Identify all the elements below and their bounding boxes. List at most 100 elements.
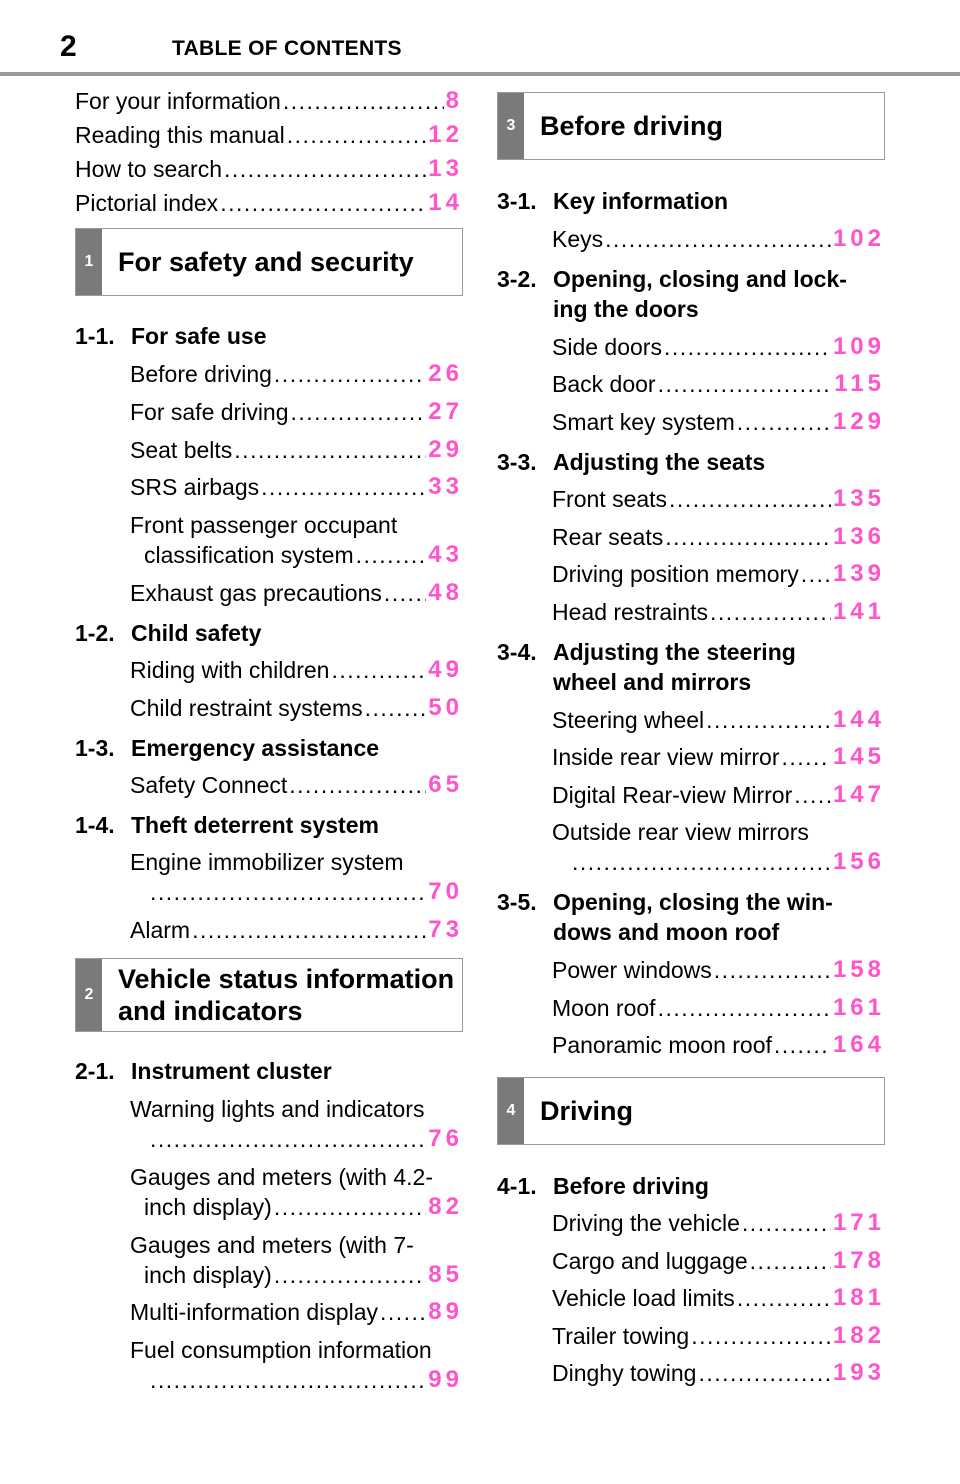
subsection-1-1: 1-1.For safe use: [75, 323, 267, 349]
header-divider: [0, 72, 960, 76]
toc-entry-for-safe-driving[interactable]: For safe driving27: [130, 397, 463, 427]
page-link[interactable]: 158: [832, 956, 885, 983]
page-link[interactable]: 141: [832, 598, 885, 625]
page-link[interactable]: 156: [832, 848, 885, 875]
toc-entry-head-restraints[interactable]: Head restraints141: [552, 597, 885, 627]
page-link[interactable]: 193: [832, 1359, 885, 1386]
toc-entry-multi-information[interactable]: Multi-information display89: [130, 1297, 463, 1327]
page-link[interactable]: 82: [428, 1193, 463, 1220]
page-link[interactable]: 135: [832, 485, 885, 512]
toc-entry-back-door[interactable]: Back door115: [552, 369, 885, 399]
page-link[interactable]: 89: [428, 1298, 463, 1325]
section-header-4[interactable]: 4 Driving: [497, 1077, 885, 1145]
page-link[interactable]: 147: [832, 781, 885, 808]
page-link[interactable]: 12: [428, 121, 463, 148]
toc-entry-smart-key[interactable]: Smart key system129: [552, 407, 885, 437]
toc-entry-load-limits[interactable]: Vehicle load limits181: [552, 1283, 885, 1313]
page-link[interactable]: 65: [428, 771, 463, 798]
toc-entry-rear-seats[interactable]: Rear seats136: [552, 522, 885, 552]
page-link[interactable]: 48: [428, 579, 463, 606]
toc-entry-outside-mirrors[interactable]: Outside rear view mirrors 156: [552, 817, 885, 877]
toc-entry-reading-this-manual[interactable]: Reading this manual12: [75, 120, 463, 150]
toc-entry-warning-lights[interactable]: Warning lights and indicators 76: [130, 1094, 463, 1154]
toc-entry-front-seats[interactable]: Front seats135: [552, 484, 885, 514]
page-link[interactable]: 85: [428, 1261, 463, 1288]
toc-entry-trailer[interactable]: Trailer towing182: [552, 1321, 885, 1351]
toc-entry-panoramic[interactable]: Panoramic moon roof164: [552, 1030, 885, 1060]
toc-entry-cargo[interactable]: Cargo and luggage178: [552, 1246, 885, 1276]
section-header-1[interactable]: 1 For safety and security: [75, 228, 463, 296]
toc-entry-gauges-4-2[interactable]: Gauges and meters (with 4.2- inch displa…: [130, 1162, 463, 1222]
toc-entry-driving-vehicle[interactable]: Driving the vehicle171: [552, 1208, 885, 1238]
toc-entry-for-your-information[interactable]: For your information8: [75, 86, 463, 116]
page-link[interactable]: 178: [832, 1247, 885, 1274]
page-link[interactable]: 144: [832, 706, 885, 733]
toc-entry-seat-belts[interactable]: Seat belts29: [130, 435, 463, 465]
section-tab: 3: [498, 93, 524, 159]
toc-entry-child-restraint[interactable]: Child restraint systems50: [130, 693, 463, 723]
toc-entry-exhaust[interactable]: Exhaust gas precautions48: [130, 578, 463, 608]
subsection-1-3: 1-3.Emergency assistance: [75, 735, 380, 761]
page-link[interactable]: 43: [428, 541, 463, 568]
section-tab: 4: [498, 1078, 524, 1144]
toc-entry-digital-mirror[interactable]: Digital Rear-view Mirror147: [552, 780, 885, 810]
toc-entry-power-windows[interactable]: Power windows158: [552, 955, 885, 985]
page-link[interactable]: 136: [832, 523, 885, 550]
toc-entry-srs-airbags[interactable]: SRS airbags33: [130, 472, 463, 502]
page-link[interactable]: 76: [428, 1125, 463, 1152]
page-link[interactable]: 73: [428, 916, 463, 943]
page-link[interactable]: 109: [832, 333, 885, 360]
page-link[interactable]: 129: [832, 408, 885, 435]
section-header-2[interactable]: 2 Vehicle status information and indicat…: [75, 958, 463, 1032]
toc-entry-fuel-consumption[interactable]: Fuel consumption information 99: [130, 1335, 463, 1395]
section-header-3[interactable]: 3 Before driving: [497, 92, 885, 160]
page-link[interactable]: 145: [832, 743, 885, 770]
page-link[interactable]: 115: [834, 370, 885, 397]
page-number: 2: [60, 30, 77, 63]
page-link[interactable]: 182: [832, 1322, 885, 1349]
toc-entry-before-driving[interactable]: Before driving26: [130, 359, 463, 389]
toc-entry-safety-connect[interactable]: Safety Connect65: [130, 770, 463, 800]
page-header: 2 TABLE OF CONTENTS: [0, 0, 960, 76]
page-link[interactable]: 99: [428, 1366, 463, 1393]
page-title: TABLE OF CONTENTS: [172, 37, 402, 60]
toc-entry-keys[interactable]: Keys102: [552, 224, 885, 254]
subsection-3-3: 3-3.Adjusting the seats: [497, 449, 766, 475]
page-link[interactable]: 26: [428, 360, 463, 387]
page-link[interactable]: 14: [428, 189, 463, 216]
toc-entry-front-passenger[interactable]: Front passenger occupant classification …: [130, 510, 463, 570]
toc-entry-how-to-search[interactable]: How to search13: [75, 154, 463, 184]
page-link[interactable]: 50: [428, 694, 463, 721]
toc-entry-alarm[interactable]: Alarm73: [130, 915, 463, 945]
page-link[interactable]: 171: [832, 1209, 885, 1236]
section-title: Vehicle status information and indicator…: [118, 964, 455, 1026]
toc-entry-immobilizer[interactable]: Engine immobilizer system 70: [130, 847, 463, 907]
page-link[interactable]: 27: [428, 398, 463, 425]
page-link[interactable]: 33: [428, 473, 463, 500]
toc-entry-riding-children[interactable]: Riding with children49: [130, 655, 463, 685]
toc-entry-pictorial-index[interactable]: Pictorial index14: [75, 188, 463, 218]
page-link[interactable]: 102: [832, 225, 885, 252]
page-link[interactable]: 13: [428, 155, 463, 182]
page-link[interactable]: 8: [445, 87, 463, 114]
toc-entry-gauges-7[interactable]: Gauges and meters (with 7- inch display)…: [130, 1230, 463, 1290]
toc-entry-inside-mirror[interactable]: Inside rear view mirror145: [552, 742, 885, 772]
page-link[interactable]: 164: [832, 1031, 885, 1058]
toc-entry-dinghy[interactable]: Dinghy towing193: [552, 1358, 885, 1388]
page-link[interactable]: 49: [428, 656, 463, 683]
subsection-3-2: 3-2.Opening, closing and lock- ing the d…: [497, 266, 847, 322]
page-link[interactable]: 29: [428, 436, 463, 463]
subsection-1-4: 1-4.Theft deterrent system: [75, 812, 379, 838]
page-link[interactable]: 139: [832, 560, 885, 587]
toc-entry-driving-position[interactable]: Driving position memory139: [552, 559, 885, 589]
toc-entry-side-doors[interactable]: Side doors109: [552, 332, 885, 362]
subsection-1-2: 1-2.Child safety: [75, 620, 262, 646]
subsection-2-1: 2-1.Instrument cluster: [75, 1058, 332, 1084]
toc-entry-steering-wheel[interactable]: Steering wheel144: [552, 705, 885, 735]
page-link[interactable]: 70: [428, 878, 463, 905]
page-link[interactable]: 181: [832, 1284, 885, 1311]
page-link[interactable]: 161: [832, 994, 885, 1021]
subsection-3-5: 3-5.Opening, closing the win- dows and m…: [497, 889, 833, 945]
toc-entry-moon-roof[interactable]: Moon roof161: [552, 993, 885, 1023]
section-tab: 1: [76, 229, 102, 295]
